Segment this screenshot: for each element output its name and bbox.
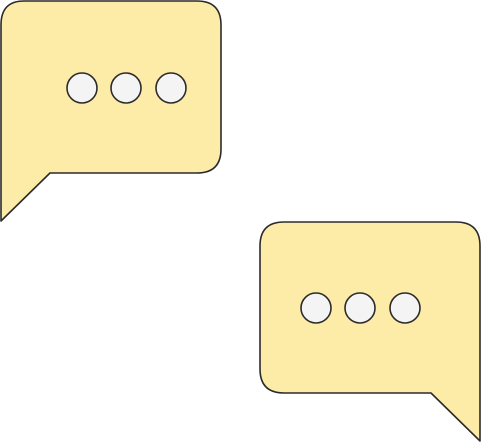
right-speech-bubble-icon <box>259 221 481 442</box>
typing-dot-icon <box>66 72 98 104</box>
typing-dot-icon <box>155 72 187 104</box>
left-speech-bubble-icon <box>0 0 222 222</box>
left-speech-bubble <box>0 0 222 222</box>
typing-dot-icon <box>300 292 332 324</box>
right-speech-bubble <box>259 221 481 442</box>
typing-dot-icon <box>344 292 376 324</box>
typing-dot-icon <box>389 292 421 324</box>
typing-dot-icon <box>110 72 142 104</box>
